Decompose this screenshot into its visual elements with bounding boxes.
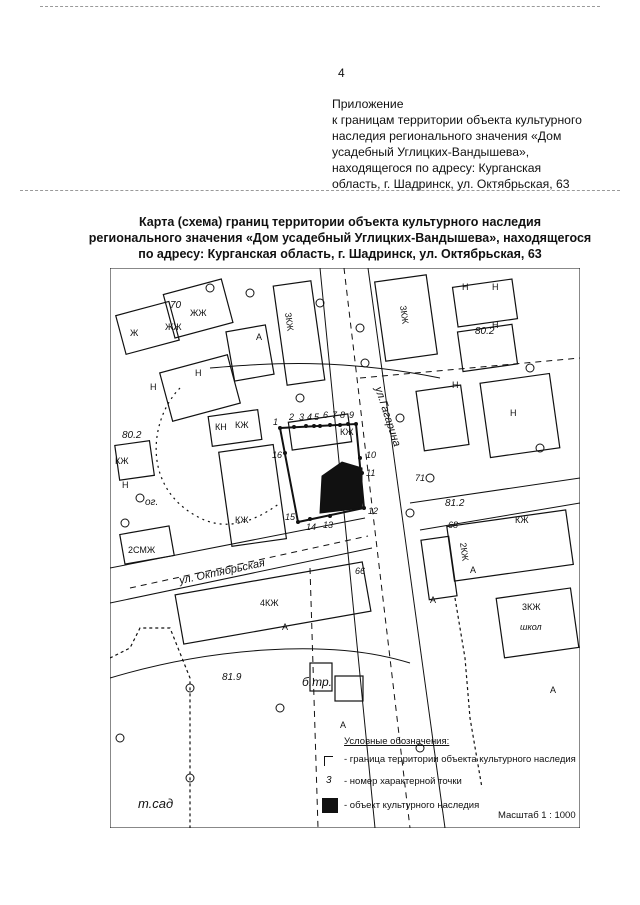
building-label: Н bbox=[195, 368, 202, 378]
point-number: 14 bbox=[306, 522, 316, 532]
tree-markers bbox=[115, 283, 545, 783]
point-label: 68 bbox=[448, 520, 458, 530]
building-label: Н bbox=[510, 408, 517, 418]
building-label: А bbox=[430, 595, 436, 605]
building-label: Н bbox=[452, 380, 459, 390]
point-number: 8 bbox=[340, 410, 345, 420]
heritage-object bbox=[319, 461, 363, 514]
legend-row: - объект культурного наследия bbox=[318, 798, 608, 814]
appendix-line: к границам территории объекта культурног… bbox=[332, 113, 582, 127]
page-number: 4 bbox=[338, 66, 345, 80]
building-label: 2КЖ bbox=[458, 542, 471, 562]
appendix-line: усадебный Углицких-Вандышева», bbox=[332, 145, 530, 159]
point-number: 4 bbox=[307, 412, 312, 422]
street-edges bbox=[110, 268, 580, 828]
street-label-gagarina: ул.Гагарина bbox=[372, 384, 403, 448]
building-label: КЖ bbox=[515, 515, 529, 525]
point-number-symbol: 3 bbox=[326, 775, 332, 786]
border-icon bbox=[324, 756, 333, 766]
contour-line bbox=[110, 648, 411, 679]
building-label: КЖ bbox=[340, 427, 354, 437]
building-label: Н bbox=[492, 282, 499, 292]
site-map: 3КЖ 3КЖ Н Н Н Н Н Н Н Н Ж ЖЖ ЖЖ КЖ КЖ КЖ… bbox=[110, 268, 580, 828]
legend-text: - граница территории объекта культурного… bbox=[344, 754, 576, 765]
boundary-points bbox=[278, 422, 366, 524]
building-label: КЖ bbox=[115, 456, 129, 466]
building-label: 3КЖ bbox=[398, 305, 411, 325]
map-title-line: Карта (схема) границ территории объекта … bbox=[139, 215, 541, 229]
scan-artifact-middle bbox=[20, 190, 620, 191]
point-number: 12 bbox=[368, 506, 378, 516]
elevation-label: 80.2 bbox=[122, 430, 142, 441]
legend-text: - номер характерной точки bbox=[344, 776, 462, 787]
buildings bbox=[114, 274, 580, 702]
place-label: т.сад bbox=[138, 796, 173, 811]
dotted-fences bbox=[110, 597, 483, 828]
legend-row: - граница территории объекта культурного… bbox=[318, 752, 608, 768]
point-number: 15 bbox=[285, 512, 296, 522]
appendix-note: Приложение к границам территории объекта… bbox=[332, 96, 632, 192]
legend-symbol: 3 bbox=[322, 774, 340, 790]
point-number: 5 bbox=[314, 412, 320, 422]
point-number: 11 bbox=[366, 468, 375, 478]
appendix-line: Приложение bbox=[332, 97, 404, 111]
scale-label: Масштаб 1 : 1000 bbox=[498, 810, 576, 821]
point-number: 7 bbox=[332, 410, 338, 420]
building-label: 4КЖ bbox=[260, 598, 279, 608]
point-number: 16 bbox=[272, 450, 282, 460]
legend-row: 3 - номер характерной точки bbox=[318, 774, 608, 790]
building-label: 3КЖ bbox=[522, 602, 541, 612]
map-title-line: по адресу: Курганская область, г. Шадрин… bbox=[138, 247, 542, 261]
scan-artifact-top bbox=[40, 6, 600, 7]
elevation-label: 80.2 bbox=[475, 326, 495, 337]
building-label: 2СМЖ bbox=[128, 545, 156, 555]
place-label: ог. bbox=[145, 497, 158, 508]
building-label: Н bbox=[492, 320, 499, 330]
legend-symbol bbox=[322, 798, 340, 814]
point-number: 2 bbox=[288, 412, 294, 422]
appendix-line: находящегося по адресу: Курганская bbox=[332, 161, 542, 175]
building-label: А bbox=[550, 685, 556, 695]
appendix-line: область, г. Шадринск, ул. Октябрьская, 6… bbox=[332, 177, 570, 191]
building-label: А bbox=[256, 332, 262, 342]
point-label: 66 bbox=[355, 566, 365, 576]
path-track bbox=[155, 387, 281, 525]
elevation-label: 70 bbox=[170, 300, 182, 311]
building-label: 3КЖ bbox=[283, 312, 296, 332]
building-label: Ж bbox=[130, 328, 139, 338]
elevation-label: 81.9 bbox=[222, 672, 242, 683]
point-number: 1 bbox=[273, 417, 278, 427]
point-number: 6 bbox=[323, 410, 328, 420]
building-label: ЖЖ bbox=[190, 308, 207, 318]
contour-line bbox=[209, 363, 441, 379]
point-number: 3 bbox=[299, 412, 304, 422]
legend-heading: Условные обозначения: bbox=[344, 736, 450, 747]
elevation-label: 81.2 bbox=[445, 498, 465, 509]
point-number: 9 bbox=[349, 410, 354, 420]
legend-text: - объект культурного наследия bbox=[344, 800, 480, 811]
building-label: КН bbox=[215, 422, 227, 432]
street-centerlines bbox=[129, 268, 580, 828]
point-number: 13 bbox=[323, 520, 333, 530]
building-label: школ bbox=[520, 622, 542, 632]
appendix-line: наследия регионального значения «Дом bbox=[332, 129, 562, 143]
point-label: 71 bbox=[415, 473, 425, 483]
building-label: А bbox=[470, 565, 476, 575]
building-label: КЖ bbox=[235, 515, 249, 525]
legend-symbol bbox=[322, 752, 340, 768]
building-label: А bbox=[340, 720, 346, 730]
building-label: Н bbox=[150, 382, 157, 392]
place-label: б.тр. bbox=[302, 675, 332, 689]
object-icon bbox=[322, 798, 338, 813]
building-label: Н bbox=[122, 480, 129, 490]
street-label-oktyabrskaya: ул. Октябрьская bbox=[177, 557, 266, 587]
building-label: Н bbox=[462, 282, 469, 292]
point-number: 10 bbox=[366, 450, 376, 460]
building-label: КЖ bbox=[235, 420, 249, 430]
map-title-line: регионального значения «Дом усадебный Уг… bbox=[88, 231, 592, 245]
map-title: Карта (схема) границ территории объекта … bbox=[60, 214, 620, 262]
building-label: ЖЖ bbox=[165, 322, 182, 332]
building-label: А bbox=[282, 622, 288, 632]
